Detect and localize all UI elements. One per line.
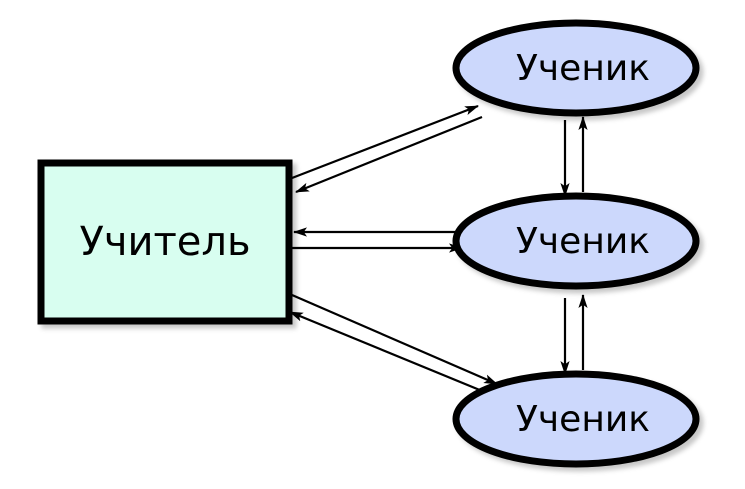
student-middle-ellipse-shape[interactable]: [452, 192, 700, 290]
edge-teacher-student-middle: [292, 227, 466, 253]
student-middle-label: Ученик: [516, 221, 650, 262]
student-bottom-ellipse-shape[interactable]: [452, 370, 700, 468]
edge-teacher-to-student-bottom-arrow: [291, 293, 498, 386]
student-top-label: Ученик: [516, 48, 650, 89]
student-top-ellipse-shape[interactable]: [452, 19, 700, 117]
teacher-rect-shape[interactable]: [37, 159, 293, 325]
edge-student-middle-student-bottom: [560, 294, 588, 375]
node-student-top[interactable]: Ученик: [452, 19, 700, 117]
edge-student-top-to-teacher-arrow: [295, 115, 483, 194]
node-student-bottom[interactable]: Ученик: [452, 370, 700, 468]
student-bottom-label: Ученик: [516, 399, 650, 440]
edge-teacher-to-student-top-arrow: [291, 104, 479, 180]
edge-student-bottom-to-teacher-arrow: [289, 310, 488, 395]
edge-student-top-student-middle: [560, 116, 588, 197]
node-student-middle[interactable]: Ученик: [452, 192, 700, 290]
teacher-label: Учитель: [79, 219, 250, 265]
node-teacher[interactable]: Учитель: [37, 159, 293, 325]
edge-teacher-student-top: [291, 104, 483, 194]
edge-teacher-student-bottom: [289, 293, 498, 395]
